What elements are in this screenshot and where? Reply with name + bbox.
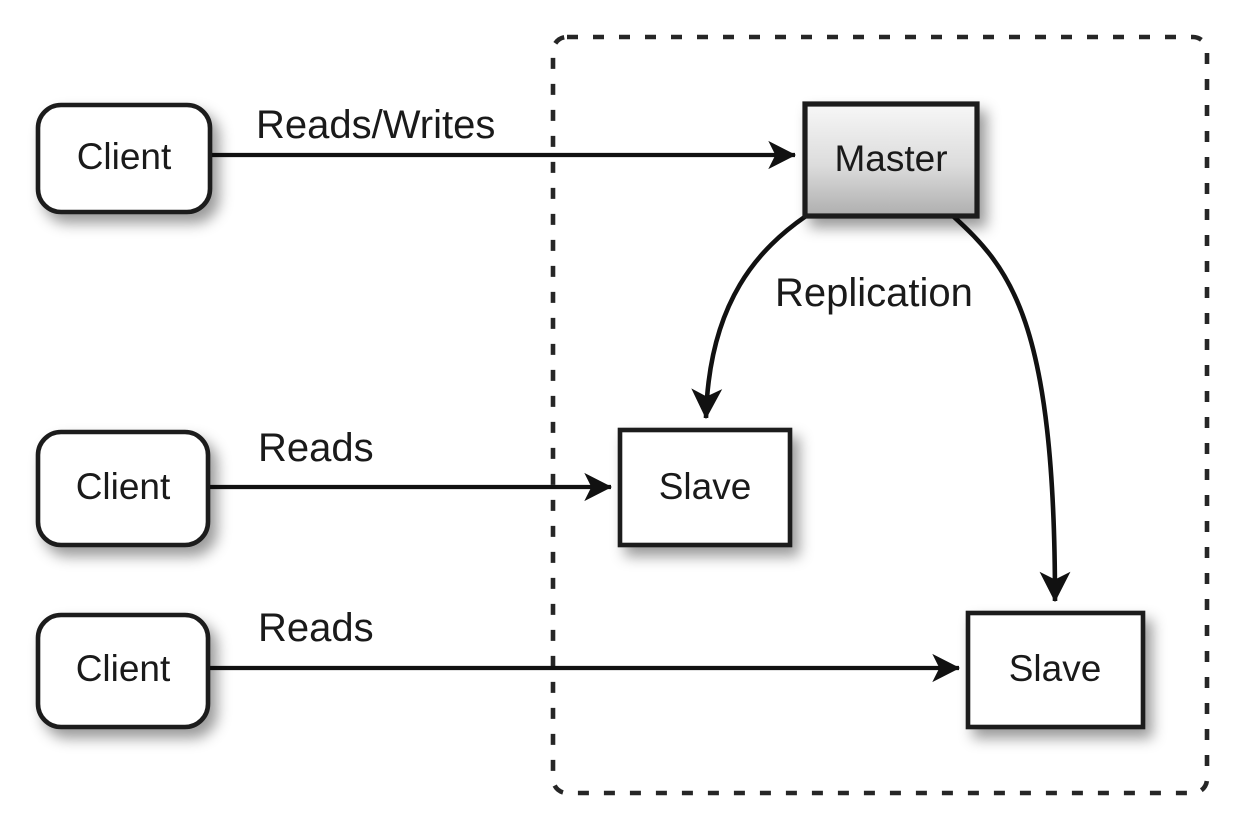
client-3-label: Client bbox=[76, 648, 171, 689]
client-1-label: Client bbox=[77, 136, 172, 177]
edge-label-reads-writes: Reads/Writes bbox=[256, 103, 495, 147]
client-1-box[interactable] bbox=[35, 102, 213, 215]
client-2-label: Client bbox=[76, 466, 171, 507]
master-box[interactable] bbox=[802, 101, 980, 219]
edge-label-reads-1: Reads bbox=[258, 426, 374, 470]
node-client-1[interactable]: Client bbox=[35, 102, 213, 215]
edge-master-slave1-curve bbox=[691, 214, 808, 420]
client-3-box[interactable] bbox=[35, 612, 211, 730]
slave-1-label: Slave bbox=[659, 466, 752, 507]
node-client-3[interactable]: Client bbox=[35, 612, 211, 730]
edge-label-replication: Replication bbox=[775, 271, 973, 315]
edge-master-slave1 bbox=[691, 214, 808, 420]
node-slave-2[interactable]: Slave bbox=[965, 610, 1146, 730]
master-label: Master bbox=[834, 138, 947, 179]
edge-label-reads-2: Reads bbox=[258, 606, 374, 650]
cluster-boundary-dashed-rect bbox=[550, 34, 1210, 796]
edge-master-slave2 bbox=[951, 214, 1071, 603]
slave-1-box[interactable] bbox=[617, 427, 793, 548]
edge-master-slave2-curve bbox=[951, 214, 1071, 603]
slave-2-box[interactable] bbox=[965, 610, 1146, 730]
client-2-box[interactable] bbox=[35, 429, 211, 548]
node-master[interactable]: Master bbox=[802, 101, 980, 219]
slave-2-label: Slave bbox=[1009, 648, 1102, 689]
node-client-2[interactable]: Client bbox=[35, 429, 211, 548]
node-slave-1[interactable]: Slave bbox=[617, 427, 793, 548]
